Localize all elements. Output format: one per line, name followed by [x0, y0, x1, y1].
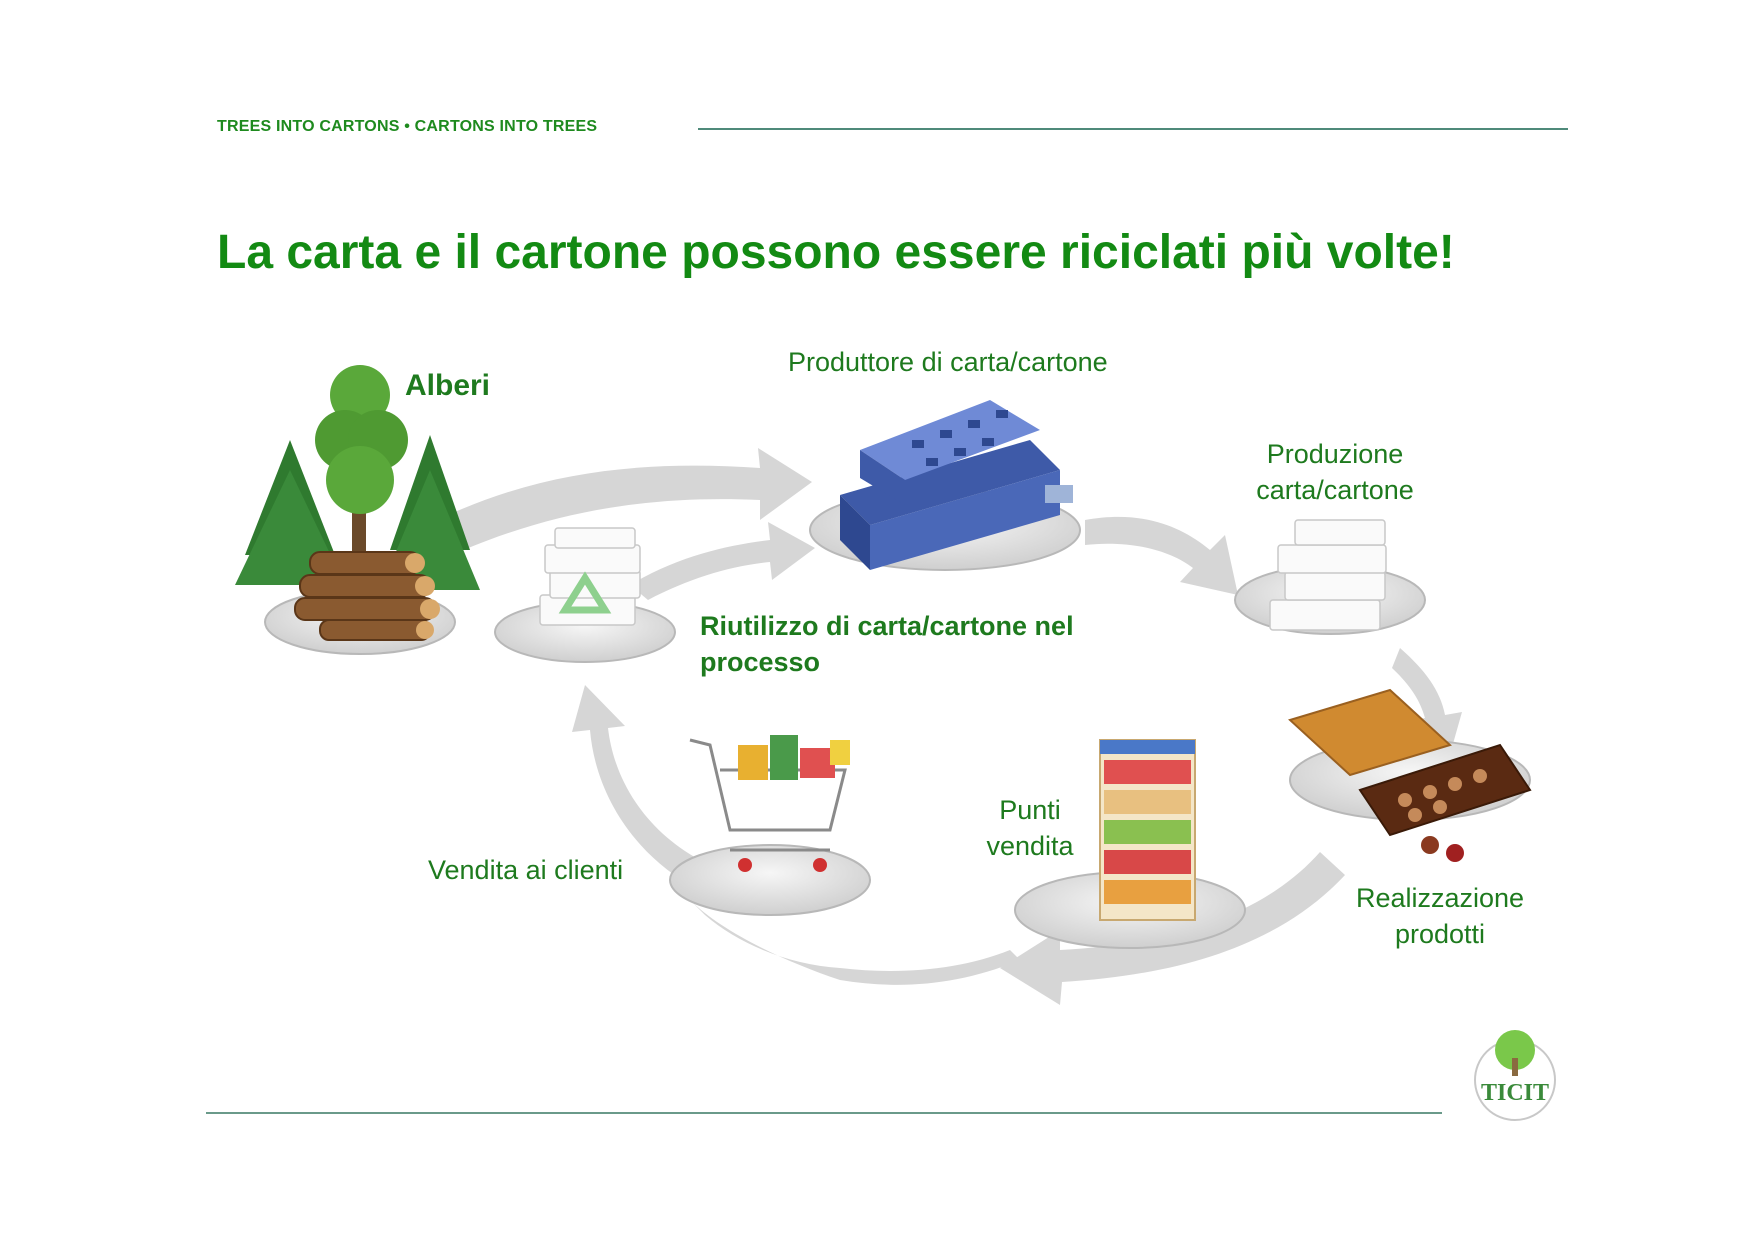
ticit-logo: TICIT: [1474, 1030, 1556, 1121]
recycle-icon: [558, 571, 612, 614]
plate-customers: [669, 844, 871, 916]
header-rule: [698, 128, 1568, 130]
label-reuse: Riutilizzo di carta/cartone nel processo: [700, 608, 1074, 680]
label-stores-line2: vendita: [986, 831, 1074, 861]
label-products-line1: Realizzazione: [1355, 883, 1525, 913]
arrow-reuse-to-producer: [630, 522, 815, 600]
reuse-paper-stack: [539, 527, 641, 626]
label-trees: Alberi: [405, 369, 491, 402]
trees-illustration: [235, 365, 480, 641]
label-production: Produzione carta/cartone: [1235, 436, 1435, 508]
label-products-line2: prodotti: [1394, 919, 1486, 949]
store-shelf-illustration: [1099, 739, 1196, 921]
chocolate-box-illustration: [1288, 688, 1532, 862]
shopping-cart-illustration: [689, 735, 850, 872]
label-products: Realizzazione prodotti: [1340, 880, 1540, 952]
header-tagline: TREES INTO CARTONS • CARTONS INTO TREES: [217, 118, 598, 135]
label-production-line2: carta/cartone: [1256, 475, 1414, 505]
label-production-line1: Produzione: [1266, 439, 1404, 469]
arrow-producer-to-production: [1085, 516, 1238, 595]
label-customers: Vendita ai clienti: [428, 855, 624, 885]
factory-illustration: [840, 400, 1073, 570]
label-reuse-line1: Riutilizzo di carta/cartone nel: [700, 611, 1074, 641]
page-title: La carta e il cartone possono essere ric…: [217, 226, 1455, 279]
production-paper-stack: [1269, 519, 1387, 631]
label-producer: Produttore di carta/cartone: [788, 347, 1108, 377]
arrow-trees-to-producer: [400, 448, 812, 570]
logo-text: TICIT: [1481, 1080, 1549, 1106]
label-stores: Punti vendita: [960, 792, 1100, 864]
arrow-products-to-stores: [1000, 852, 1345, 1005]
footer-rule: [206, 1112, 1442, 1114]
label-reuse-line2: processo: [700, 647, 821, 677]
arrow-customers-to-reuse: [572, 685, 700, 885]
label-stores-line1: Punti: [999, 795, 1061, 825]
